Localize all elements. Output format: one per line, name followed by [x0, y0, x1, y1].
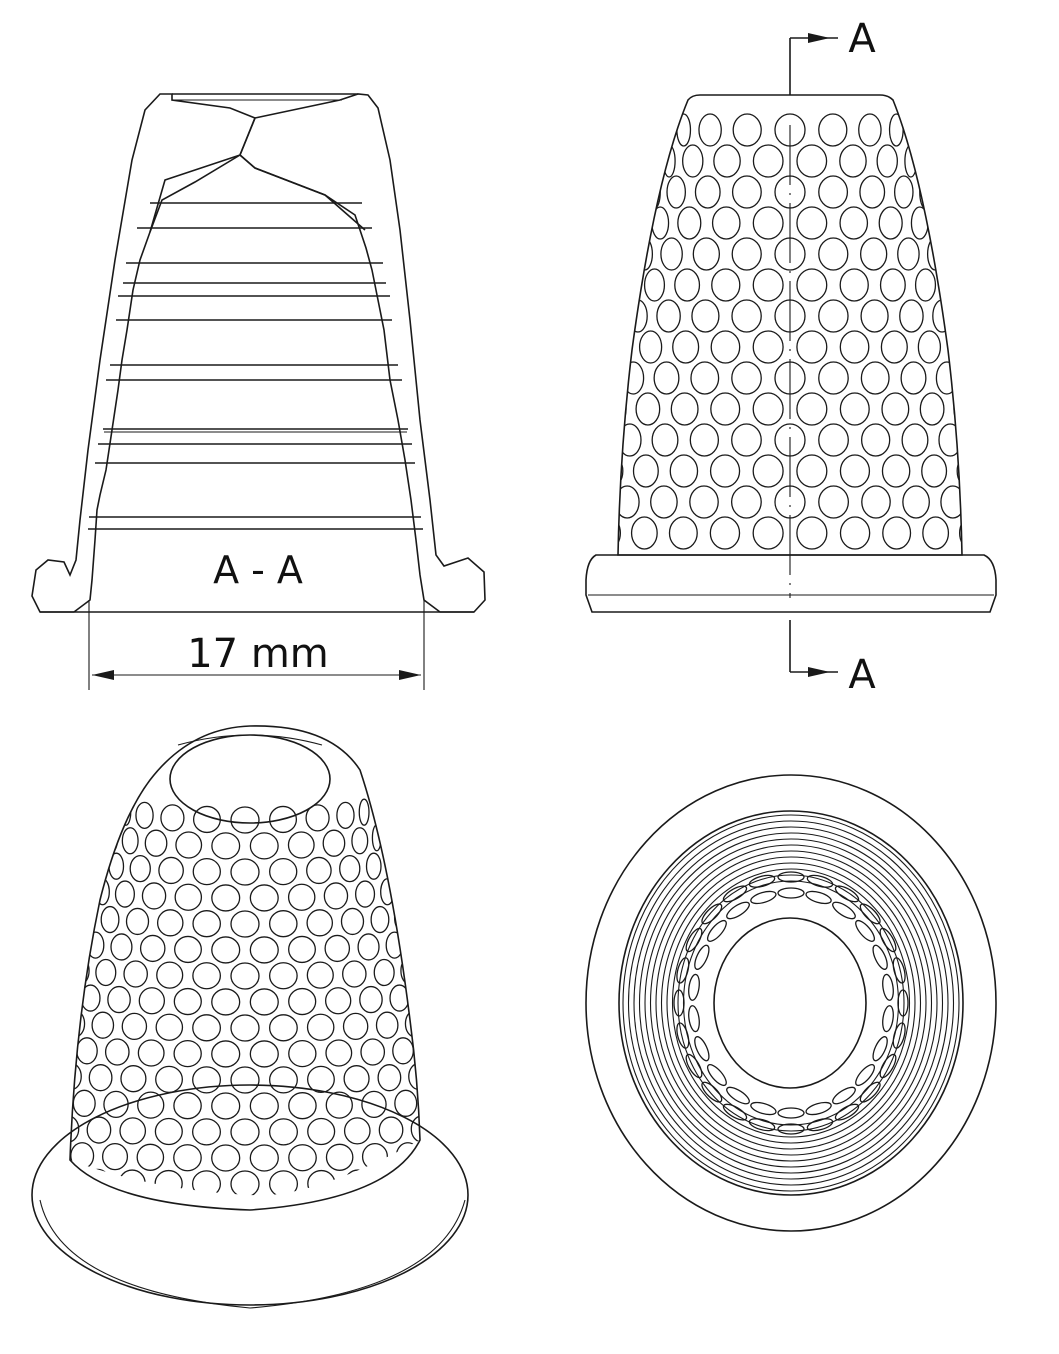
iso-top-opening [169, 734, 331, 824]
front-flange [585, 554, 997, 613]
section-marker-top: A [848, 16, 876, 62]
bottom-center-hole [713, 917, 867, 1089]
bottom-view [585, 774, 997, 1232]
front-view: A A [585, 16, 997, 698]
iso-body [69, 725, 421, 1211]
section-cut-line: A A [789, 16, 876, 698]
section-label: A - A [213, 548, 303, 592]
iso-dimples [70, 798, 420, 1196]
bottom-inner-band-outer [618, 810, 964, 1196]
dimension-17mm: 17 mm [88, 600, 425, 690]
front-body-outline [617, 94, 963, 556]
bottom-outer-rim [585, 774, 997, 1232]
section-view-a-a: A - A 17 mm [31, 93, 486, 690]
inner-rings [88, 202, 423, 530]
isometric-view [31, 725, 469, 1309]
bottom-dimple-ring [673, 871, 909, 1135]
section-marker-bottom: A [848, 652, 876, 698]
section-wall-right [239, 93, 486, 613]
bottom-knurl-rings [622, 814, 960, 1192]
iso-flange [31, 1084, 469, 1306]
iso-flange-lip [39, 1199, 466, 1309]
dimension-value: 17 mm [187, 631, 329, 677]
section-wall-left [31, 93, 257, 613]
